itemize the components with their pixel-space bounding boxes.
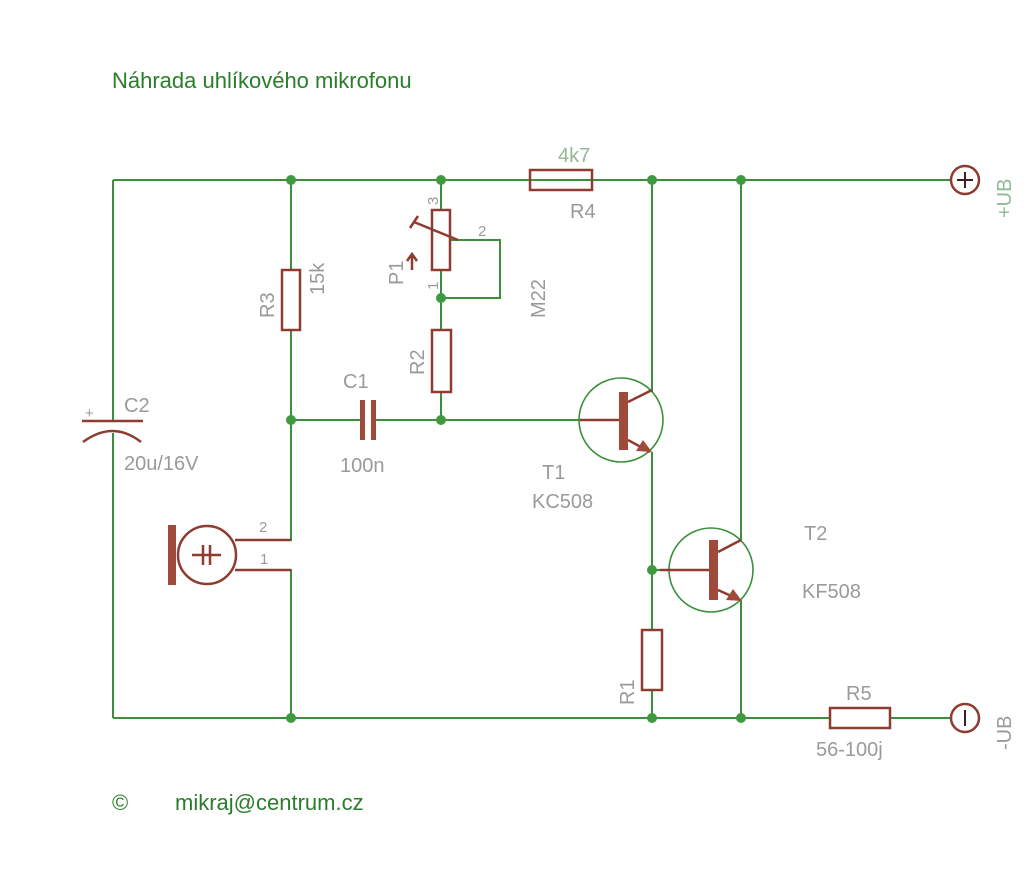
potentiometer-p1: P1 3 1 2 M22	[386, 197, 550, 318]
plus-ub-label: +UB	[994, 179, 1016, 218]
c2-plus-sign: +	[85, 405, 94, 422]
p1-pin3: 3	[425, 197, 442, 205]
t2-value: KF508	[802, 581, 861, 603]
minus-ub-label: -UB	[994, 716, 1016, 750]
p1-pin2: 2	[478, 223, 486, 240]
mic-pin1: 1	[260, 551, 268, 568]
resistor-r3: R3 15k	[257, 262, 329, 332]
terminal-minus-ub: -UB	[949, 702, 1016, 750]
resistor-r2: R2	[407, 328, 453, 394]
electret-microphone: 2 1	[168, 519, 291, 586]
t1-label: T1	[542, 462, 565, 484]
capacitor-c2: + C2 20u/16V	[82, 395, 199, 475]
author-email: mikraj@centrum.cz	[175, 790, 364, 815]
r4-label: R4	[570, 201, 596, 223]
r5-label: R5	[846, 683, 872, 705]
c1-value: 100n	[340, 455, 385, 477]
capacitor-c1: C1 100n	[340, 371, 385, 477]
resistor-r4: 4k7 R4	[528, 145, 596, 223]
r1-label: R1	[617, 679, 639, 705]
c2-label: C2	[124, 395, 150, 417]
t2-label: T2	[804, 523, 827, 545]
mic-pin2: 2	[259, 519, 267, 536]
diagram-title: Náhrada uhlíkového mikrofonu	[112, 68, 412, 93]
resistor-r1: R1	[617, 628, 664, 705]
r3-value: 15k	[307, 262, 329, 295]
c1-label: C1	[343, 371, 369, 393]
terminal-plus-ub: +UB	[949, 164, 1016, 218]
r4-value: 4k7	[558, 145, 590, 167]
transistor-t2: T2 KF508	[660, 523, 861, 613]
r3-label: R3	[257, 292, 279, 318]
r5-value: 56-100j	[816, 739, 883, 761]
r2-label: R2	[407, 349, 429, 375]
wires	[112, 179, 952, 719]
c2-value: 20u/16V	[124, 453, 199, 475]
resistor-r5: R5 56-100j	[816, 683, 892, 761]
t1-value: KC508	[532, 491, 593, 513]
copyright-symbol: ©	[112, 790, 128, 815]
junction-dots	[286, 175, 746, 723]
p1-label: P1	[386, 261, 408, 285]
p1-pin1: 1	[425, 282, 442, 290]
p1-value: M22	[528, 279, 550, 318]
transistor-t1: T1 KC508	[532, 377, 664, 513]
